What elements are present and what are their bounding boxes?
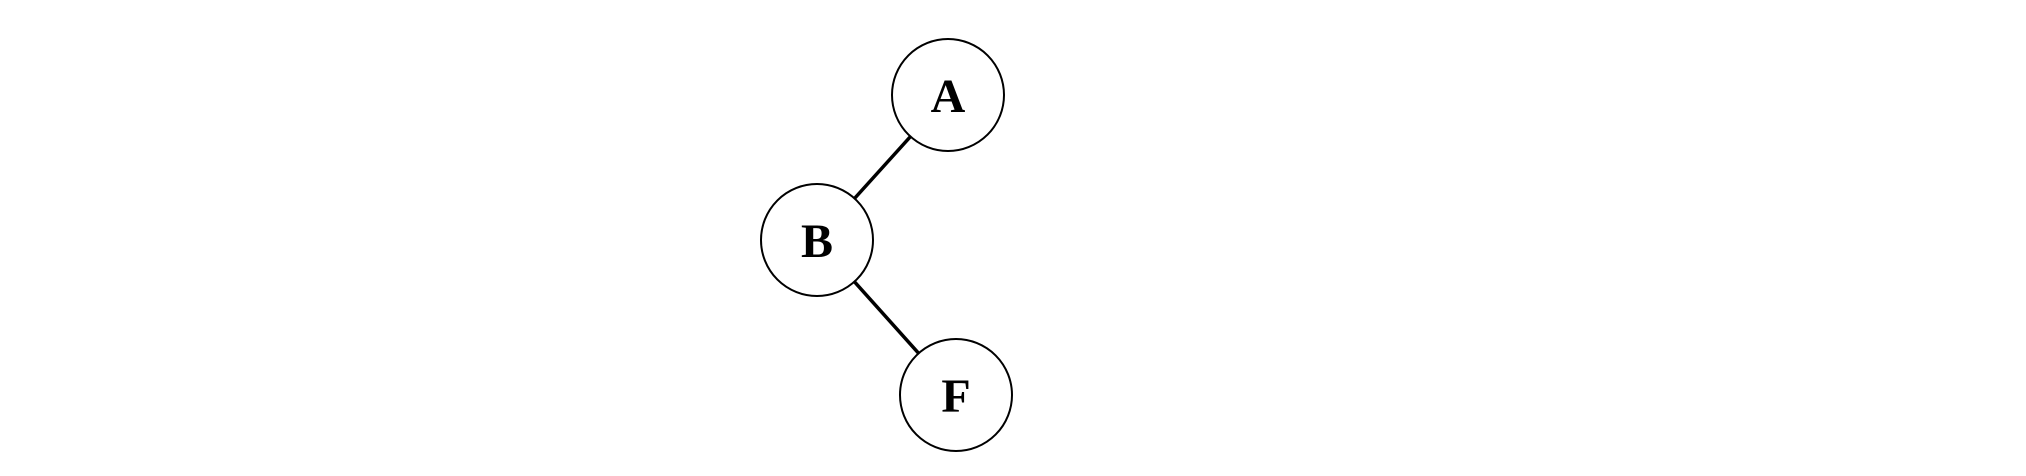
node-circle-B [760, 183, 874, 297]
node-B: B [760, 183, 874, 297]
node-label-A: A [931, 70, 966, 123]
node-circle-F [899, 338, 1013, 452]
node-label-B: B [801, 215, 833, 268]
node-F: F [899, 338, 1013, 452]
node-A: A [891, 38, 1005, 152]
node-circle-A [891, 38, 1005, 152]
node-label-F: F [941, 370, 970, 423]
